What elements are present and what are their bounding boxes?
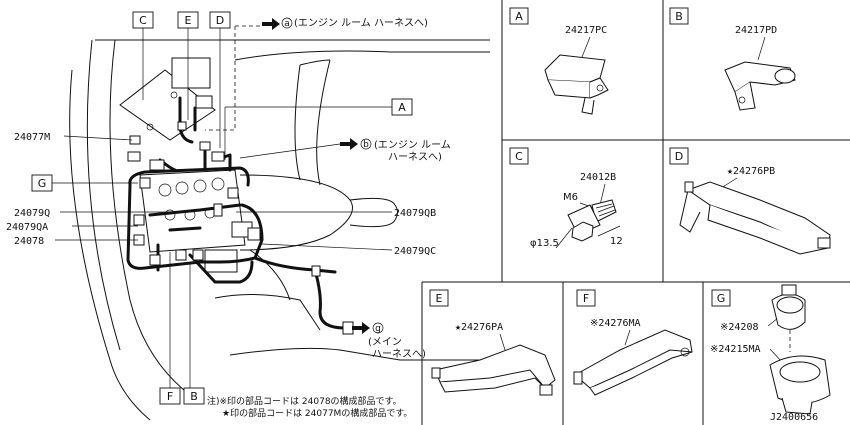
- arrow-right-icon: [262, 18, 280, 30]
- protector-24276pa: [431, 344, 556, 396]
- bracket-24217pd: [724, 61, 796, 111]
- label-24079qa: 24079QA: [6, 222, 48, 233]
- protector-24276pb: [679, 181, 831, 255]
- panel-a-letter: A: [515, 10, 523, 23]
- callout-c[interactable]: C: [132, 11, 154, 29]
- callout-f-label: F: [167, 390, 173, 403]
- panel-c-thread: M6: [563, 192, 578, 203]
- clip-24215ma: [769, 355, 831, 415]
- note-line-1: 注)※印の部品コードは 24078の構成部品です。: [207, 395, 402, 407]
- connection-a-text: (エンジン ルーム ハーネスへ): [294, 17, 428, 29]
- connection-a: a (エンジン ルーム ハーネスへ): [262, 17, 428, 30]
- label-24079qc: 24079QC: [394, 246, 436, 257]
- panel-f-part: ※24276MA: [590, 318, 641, 329]
- note-line-2: ★印の部品コードは 24077Mの構成部品です。: [222, 407, 412, 419]
- callout-e[interactable]: E: [177, 11, 199, 29]
- connection-g: g (メイン ハーネスへ): [352, 322, 426, 360]
- harness-connectors: [127, 121, 354, 335]
- connection-b-symbol: b: [363, 140, 369, 150]
- panel-b-part: 24217PD: [735, 25, 777, 36]
- panel-e-letter: E: [436, 292, 443, 305]
- label-24077m: 24077M: [14, 132, 50, 143]
- bracket-24217pc: [544, 54, 609, 115]
- panel-d-letter: D: [675, 150, 683, 163]
- panel-d: D ★24276PB: [669, 147, 831, 255]
- connection-g-text-2: ハーネスへ): [372, 348, 426, 360]
- leader-lines: [51, 27, 393, 388]
- panel-b: B 24217PD: [669, 7, 796, 111]
- label-24079q: 24079Q: [14, 208, 50, 219]
- label-24078: 24078: [14, 236, 44, 247]
- callout-g[interactable]: G: [31, 174, 53, 192]
- label-24079qb: 24079QB: [394, 208, 436, 219]
- connection-g-text-1: (メイン: [368, 337, 402, 348]
- detail-panel-grid: [421, 0, 850, 425]
- panel-g-part-1: ※24208: [720, 322, 758, 333]
- callout-b[interactable]: B: [183, 387, 205, 405]
- panel-c-letter: C: [515, 150, 523, 163]
- callout-c-label: C: [139, 14, 147, 27]
- protector-24276ma: [573, 329, 693, 396]
- connection-b: b (エンジン ルーム ハーネスへ): [239, 138, 451, 163]
- panel-g: G ※24208 ※24215MA: [710, 284, 831, 415]
- panel-c: C 24012B M6 φ13.5 12: [509, 147, 623, 249]
- panel-f: F ※24276MA: [573, 289, 693, 396]
- panel-a: A 24217PC: [509, 7, 609, 115]
- panel-c-dia: φ13.5: [530, 238, 559, 249]
- callout-a[interactable]: A: [391, 98, 413, 116]
- connection-a-symbol: a: [284, 19, 290, 29]
- panel-b-letter: B: [675, 10, 683, 23]
- connection-b-text-1: (エンジン ルーム: [374, 139, 451, 151]
- callout-b-label: B: [190, 390, 198, 403]
- diagram-id: J2400656: [770, 412, 818, 423]
- callout-f[interactable]: F: [159, 387, 181, 405]
- callout-d[interactable]: D: [209, 11, 231, 29]
- panel-e-part: ★24276PA: [455, 322, 503, 333]
- panel-g-letter: G: [717, 292, 726, 305]
- connection-g-symbol: g: [375, 324, 381, 334]
- bolt-24012b: [567, 199, 617, 242]
- callout-a-label: A: [398, 101, 406, 114]
- clip-24208: [771, 284, 806, 330]
- callout-e-label: E: [185, 14, 192, 27]
- panel-f-letter: F: [583, 292, 589, 305]
- panel-c-part: 24012B: [580, 172, 616, 183]
- arrow-right-icon: [352, 322, 370, 334]
- panel-e: E ★24276PA: [429, 289, 556, 396]
- callout-d-label: D: [216, 14, 224, 27]
- panel-c-length: 12: [610, 236, 623, 247]
- arrow-right-icon: [340, 138, 358, 150]
- panel-d-part: ★24276PB: [727, 166, 775, 177]
- panel-g-part-2: ※24215MA: [710, 344, 761, 355]
- engine-harness: [126, 96, 347, 330]
- ecm-bracket: [119, 57, 216, 141]
- vehicle-outline: [69, 39, 490, 421]
- connection-b-text-2: ハーネスへ): [388, 151, 442, 163]
- panel-a-part: 24217PC: [565, 25, 607, 36]
- callout-g-label: G: [38, 177, 47, 190]
